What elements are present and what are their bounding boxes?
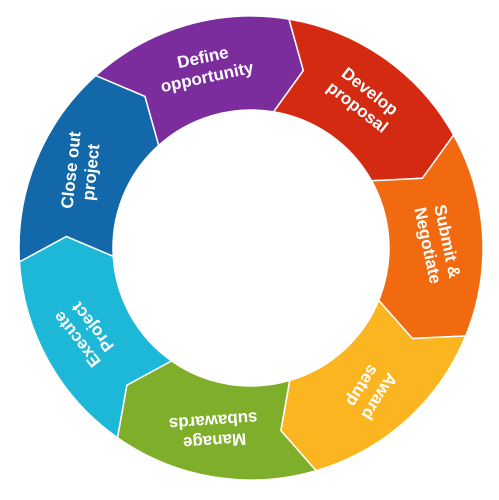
segment-close-out-project (18, 74, 160, 264)
label-line: Manage (182, 429, 246, 452)
cycle-segments (18, 15, 484, 481)
